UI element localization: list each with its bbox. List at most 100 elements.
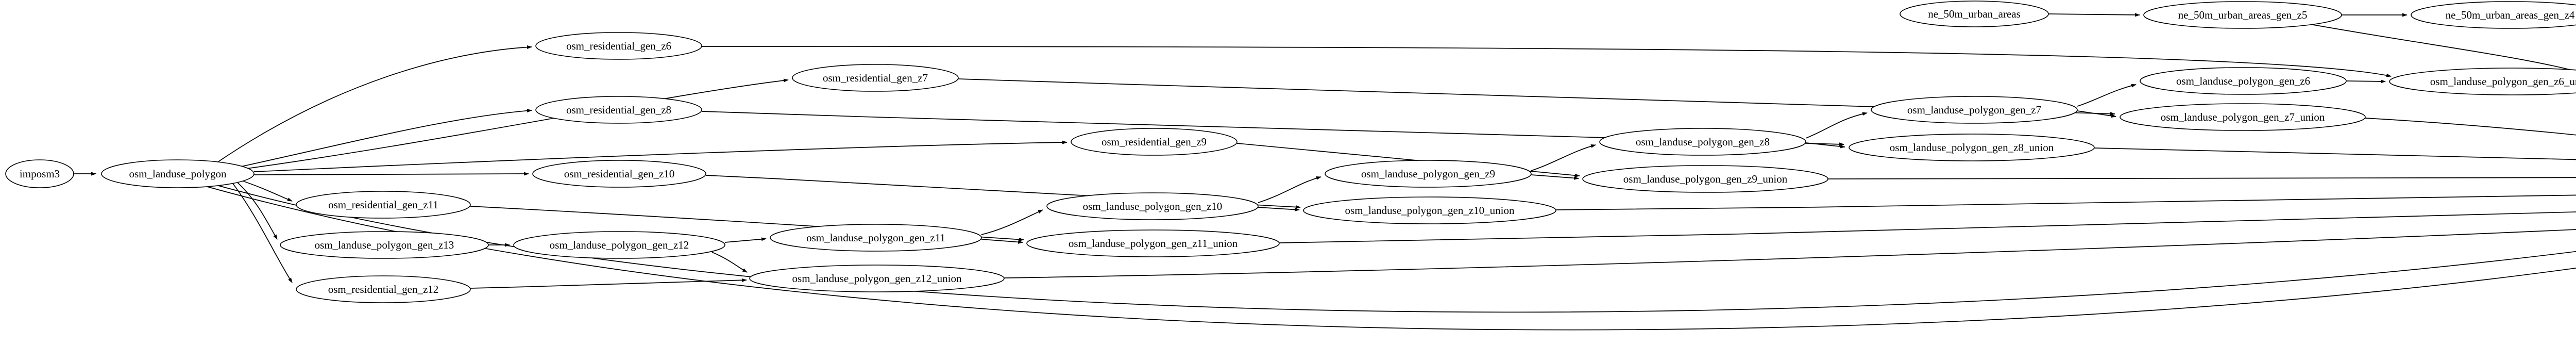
- node-union-z9-label: osm_landuse_polygon_gen_z9_union: [1623, 173, 1788, 185]
- node-gen-z7-label: osm_landuse_polygon_gen_z7: [1907, 104, 2041, 116]
- node-osm-landuse-polygon-gen-z9-union: osm_landuse_polygon_gen_z9_union: [1582, 165, 1828, 193]
- node-res-z7-label: osm_residential_gen_z7: [823, 72, 928, 84]
- node-res-z8-shape: [535, 96, 702, 124]
- edge-unionz8-row: [2094, 147, 2576, 160]
- node-gen-z9-shape: [1325, 160, 1532, 188]
- node-osm-residential-gen-z10: osm_residential_gen_z10: [532, 160, 706, 188]
- edge-unionz7-row: [2365, 118, 2576, 136]
- edge-unionz10-row: [1555, 195, 2576, 210]
- node-res-z6-shape: [535, 32, 702, 60]
- edge-landuse-resz11: [241, 180, 293, 202]
- node-union-z6-shape: [2389, 68, 2576, 95]
- node-union-z11-shape: [1026, 229, 1280, 257]
- edge-unionz12-row: [1004, 229, 2576, 278]
- node-gen-z8-shape: [1599, 128, 1806, 156]
- node-osm-landuse-polygon-gen-z13: osm_landuse_polygon_gen_z13: [280, 231, 489, 259]
- edge-resz6-unionz6: [701, 46, 2392, 77]
- edge-genz10-genz9: [1258, 176, 1321, 203]
- edge-unionz9-row: [1827, 177, 2576, 179]
- node-ne-z5-shape: [2143, 1, 2342, 29]
- edge-landuse-genz13: [236, 182, 278, 240]
- node-ne-z4-shape: [2411, 1, 2576, 29]
- node-union-z8-shape: [1849, 134, 2095, 161]
- node-union-z10-label: osm_landuse_polygon_gen_z10_union: [1345, 204, 1515, 217]
- node-res-z9-shape: [1071, 128, 1238, 156]
- edge-genz9-genz8: [1531, 144, 1596, 171]
- node-gen-z11-label: osm_landuse_polygon_gen_z11: [806, 232, 945, 244]
- node-gen-z6-label: osm_landuse_polygon_gen_z6: [2176, 75, 2310, 87]
- node-osm-landuse-polygon-shape: [101, 159, 255, 188]
- edge-genz10-unionz10: [1258, 207, 1300, 211]
- edge-genz8-genz7: [1805, 112, 1868, 139]
- node-osm-landuse-polygon-gen-z12-union: osm_landuse_polygon_gen_z12_union: [749, 265, 1005, 292]
- node-res-z8-label: osm_residential_gen_z8: [566, 104, 671, 116]
- node-union-z11-label: osm_landuse_polygon_gen_z11_union: [1069, 237, 1238, 250]
- node-osm-residential-gen-z11: osm_residential_gen_z11: [296, 191, 471, 219]
- node-osm-landuse-polygon-gen-z10-union: osm_landuse_polygon_gen_z10_union: [1303, 196, 1556, 224]
- node-osm-landuse-polygon-gen-z11-union: osm_landuse_polygon_gen_z11_union: [1026, 229, 1280, 257]
- node-res-z12-label: osm_residential_gen_z12: [328, 283, 439, 295]
- node-ne-50m-urban-areas-gen-z4: ne_50m_urban_areas_gen_z4: [2411, 1, 2576, 29]
- node-ne-50m-urban-areas-gen-z5: ne_50m_urban_areas_gen_z5: [2143, 1, 2342, 29]
- node-res-z7-shape: [792, 64, 959, 92]
- node-osm-landuse-polygon-gen-z8: osm_landuse_polygon_gen_z8: [1599, 128, 1806, 156]
- node-osm-residential-gen-z12: osm_residential_gen_z12: [296, 275, 471, 303]
- node-union-z12-label: osm_landuse_polygon_gen_z12_union: [792, 272, 962, 285]
- node-gen-z10-label: osm_landuse_polygon_gen_z10: [1083, 200, 1223, 212]
- node-gen-z11-shape: [770, 224, 982, 252]
- node-union-z7-shape: [2120, 103, 2366, 131]
- node-osm-residential-gen-z6: osm_residential_gen_z6: [535, 32, 702, 60]
- node-res-z10-shape: [532, 160, 706, 188]
- node-res-z11-shape: [296, 191, 471, 219]
- edge-landuse-resz10: [253, 172, 529, 176]
- edge-landuse-z14row: [207, 186, 2576, 331]
- edge-ne-nez5: [2048, 13, 2140, 17]
- node-union-z10-shape: [1303, 196, 1556, 224]
- node-gen-z8-label: osm_landuse_polygon_gen_z8: [1636, 136, 1770, 148]
- node-osm-landuse-polygon: osm_landuse_polygon: [101, 159, 255, 188]
- node-imposm3-shape: [5, 159, 74, 188]
- node-gen-z13-shape: [280, 231, 489, 259]
- edge-resz12-unionz12: [470, 278, 747, 289]
- node-gen-z12-shape: [513, 231, 725, 259]
- node-imposm3: imposm3: [5, 159, 74, 188]
- node-osm-landuse-polygon-gen-z6-union: osm_landuse_polygon_gen_z6_union: [2389, 68, 2576, 95]
- edge-landuse-resz7: [246, 78, 789, 169]
- node-gen-z10-shape: [1046, 192, 1259, 220]
- node-union-z12-shape: [749, 265, 1005, 292]
- node-osm-landuse-polygon-gen-z9: osm_landuse_polygon_gen_z9: [1325, 160, 1532, 188]
- node-imposm3-label: imposm3: [20, 168, 60, 180]
- node-union-z8-label: osm_landuse_polygon_gen_z8_union: [1890, 141, 2054, 154]
- node-ne-label: ne_50m_urban_areas: [1928, 8, 2021, 20]
- node-ne-z4-label: ne_50m_urban_areas_gen_z4: [2446, 9, 2575, 21]
- node-osm-landuse-polygon-gen-z12: osm_landuse_polygon_gen_z12: [513, 231, 725, 259]
- edge-genz12-unionz12: [711, 252, 748, 273]
- node-osm-landuse-polygon-label: osm_landuse_polygon: [129, 168, 227, 180]
- edge-genz11-unionz11: [981, 239, 1023, 244]
- edge-landuse-resz8: [241, 109, 532, 167]
- node-union-z9-shape: [1582, 165, 1828, 193]
- node-osm-landuse-polygon-gen-z7: osm_landuse_polygon_gen_z7: [1871, 96, 2078, 124]
- edge-genz12-genz11: [724, 237, 767, 243]
- edge-genz7-genz6: [2077, 84, 2137, 107]
- node-gen-z13-label: osm_landuse_polygon_gen_z13: [315, 239, 454, 251]
- node-osm-residential-gen-z9: osm_residential_gen_z9: [1071, 128, 1238, 156]
- node-osm-landuse-polygon-gen-z7-union: osm_landuse_polygon_gen_z7_union: [2120, 103, 2366, 131]
- node-res-z6-label: osm_residential_gen_z6: [566, 40, 671, 52]
- node-res-z9-label: osm_residential_gen_z9: [1101, 136, 1207, 148]
- node-gen-z7-shape: [1871, 96, 2078, 124]
- node-ne-shape: [1900, 1, 2049, 27]
- node-osm-landuse-polygon-gen-z8-union: osm_landuse_polygon_gen_z8_union: [1849, 134, 2095, 161]
- node-gen-z9-label: osm_landuse_polygon_gen_z9: [1361, 168, 1495, 180]
- node-osm-residential-gen-z7: osm_residential_gen_z7: [792, 64, 959, 92]
- node-ne-50m-urban-areas: ne_50m_urban_areas: [1900, 1, 2049, 27]
- edge-genz11-genz10: [981, 209, 1043, 235]
- node-gen-z12-label: osm_landuse_polygon_gen_z12: [550, 239, 689, 251]
- node-res-z10-label: osm_residential_gen_z10: [564, 168, 675, 180]
- node-union-z7-label: osm_landuse_polygon_gen_z7_union: [2161, 111, 2325, 123]
- node-gen-z6-shape: [2140, 67, 2347, 95]
- edge-landuse-resz6: [216, 45, 532, 163]
- edge-landuse-resz12: [232, 183, 293, 283]
- node-ne-z5-label: ne_50m_urban_areas_gen_z5: [2178, 9, 2308, 21]
